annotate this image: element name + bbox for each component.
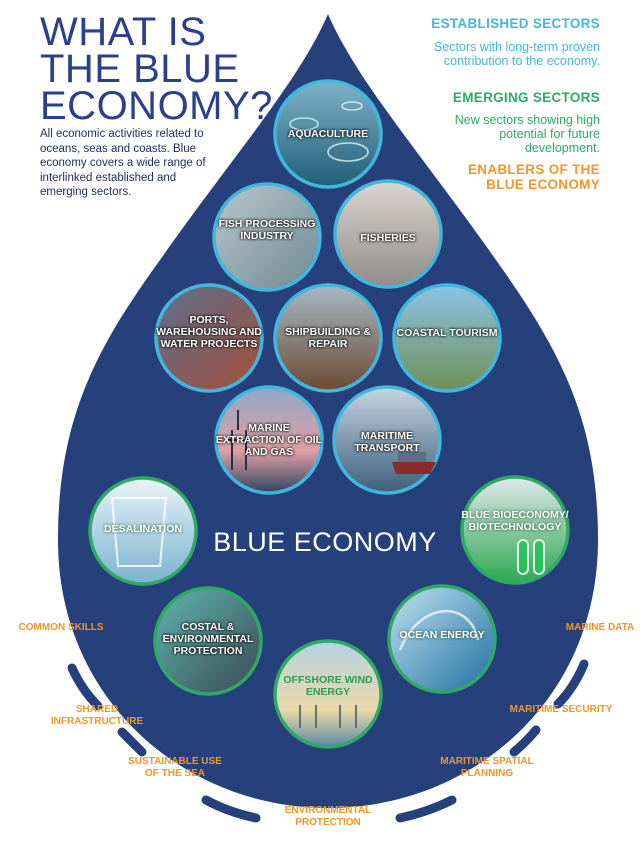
- enabler-maritime-spatial-planning: MARITIME SPATIAL PLANNING: [440, 756, 534, 779]
- circle-fisheries: [333, 179, 443, 289]
- label-ports: PORTS, WAREHOUSING AND WATER PROJECTS: [156, 314, 262, 350]
- label-offshore-wind: OFFSHORE WIND ENERGY: [283, 674, 373, 698]
- aquaculture-cages-icon: [289, 101, 369, 162]
- wind-turbine-icon: [299, 705, 357, 728]
- test-tube-icon: [517, 539, 545, 575]
- emerging-circles: [88, 475, 570, 749]
- label-desalination: DESALINATION: [104, 523, 182, 535]
- circle-costal-protection: [153, 586, 263, 696]
- legend-established-text: Sectors with long-term proven contributi…: [433, 40, 600, 68]
- maritime-transport-ship-icon: [392, 452, 436, 474]
- oil-rig-icon: [228, 410, 250, 470]
- circle-ocean-energy: [387, 584, 497, 694]
- circle-ports: [154, 283, 264, 393]
- legend-emerging-text: New sectors showing high potential for f…: [454, 113, 600, 155]
- label-costal-protection: COSTAL & ENVIRONMENTAL PROTECTION: [162, 621, 254, 657]
- enabler-maritime-security: MARITIME SECURITY: [509, 704, 613, 715]
- legend-enablers-heading: ENABLERS OF THE BLUE ECONOMY: [467, 162, 600, 192]
- circle-shipbuilding: [273, 283, 383, 393]
- label-fisheries: FISHERIES: [360, 232, 416, 244]
- circle-offshore-wind: [273, 639, 383, 749]
- enabler-environmental-protection: ENVIRONMENTAL PROTECTION: [284, 805, 372, 828]
- page-title: WHAT IS THE BLUE ECONOMY?: [40, 10, 273, 128]
- label-maritime-transport: MARITIME TRANSPORT: [354, 430, 420, 454]
- label-marine-extraction: MARINE EXTRACTION OF OIL AND GAS: [215, 422, 323, 458]
- label-shipbuilding: SHIPBUILDING & REPAIR: [285, 326, 371, 350]
- label-coastal-tourism: COASTAL TOURISM: [396, 327, 498, 339]
- label-ocean-energy: OCEAN ENERGY: [399, 629, 485, 641]
- label-fish-processing: FISH PROCESSING INDUSTRY: [218, 218, 316, 242]
- circle-fish-processing: [212, 182, 322, 292]
- circle-marine-extraction: [214, 385, 324, 495]
- label-aquaculture: AQUACULTURE: [287, 128, 369, 140]
- description: All economic activities related to ocean…: [40, 128, 206, 198]
- label-blue-bioeconomy: BLUE BIOECONOMY/ BIOTECHNOLOGY: [461, 509, 569, 533]
- enabler-sustainable-use: SUSTAINABLE USE OF THE SEA: [128, 756, 222, 779]
- center-label: BLUE ECONOMY: [213, 527, 437, 557]
- enablers-ring: [67, 659, 589, 823]
- legend-established-heading: ESTABLISHED SECTORS: [431, 16, 600, 31]
- circle-coastal-tourism: [392, 283, 502, 393]
- enabler-marine-data: MARINE DATA: [565, 622, 635, 633]
- water-glass-icon: [110, 497, 168, 567]
- wave-icon: [398, 609, 480, 651]
- legend-emerging-heading: EMERGING SECTORS: [452, 90, 600, 105]
- enabler-shared-infrastructure: SHARED INFRASTRUCTURE: [50, 704, 144, 727]
- enabler-common-skills: COMMON SKILLS: [18, 622, 104, 633]
